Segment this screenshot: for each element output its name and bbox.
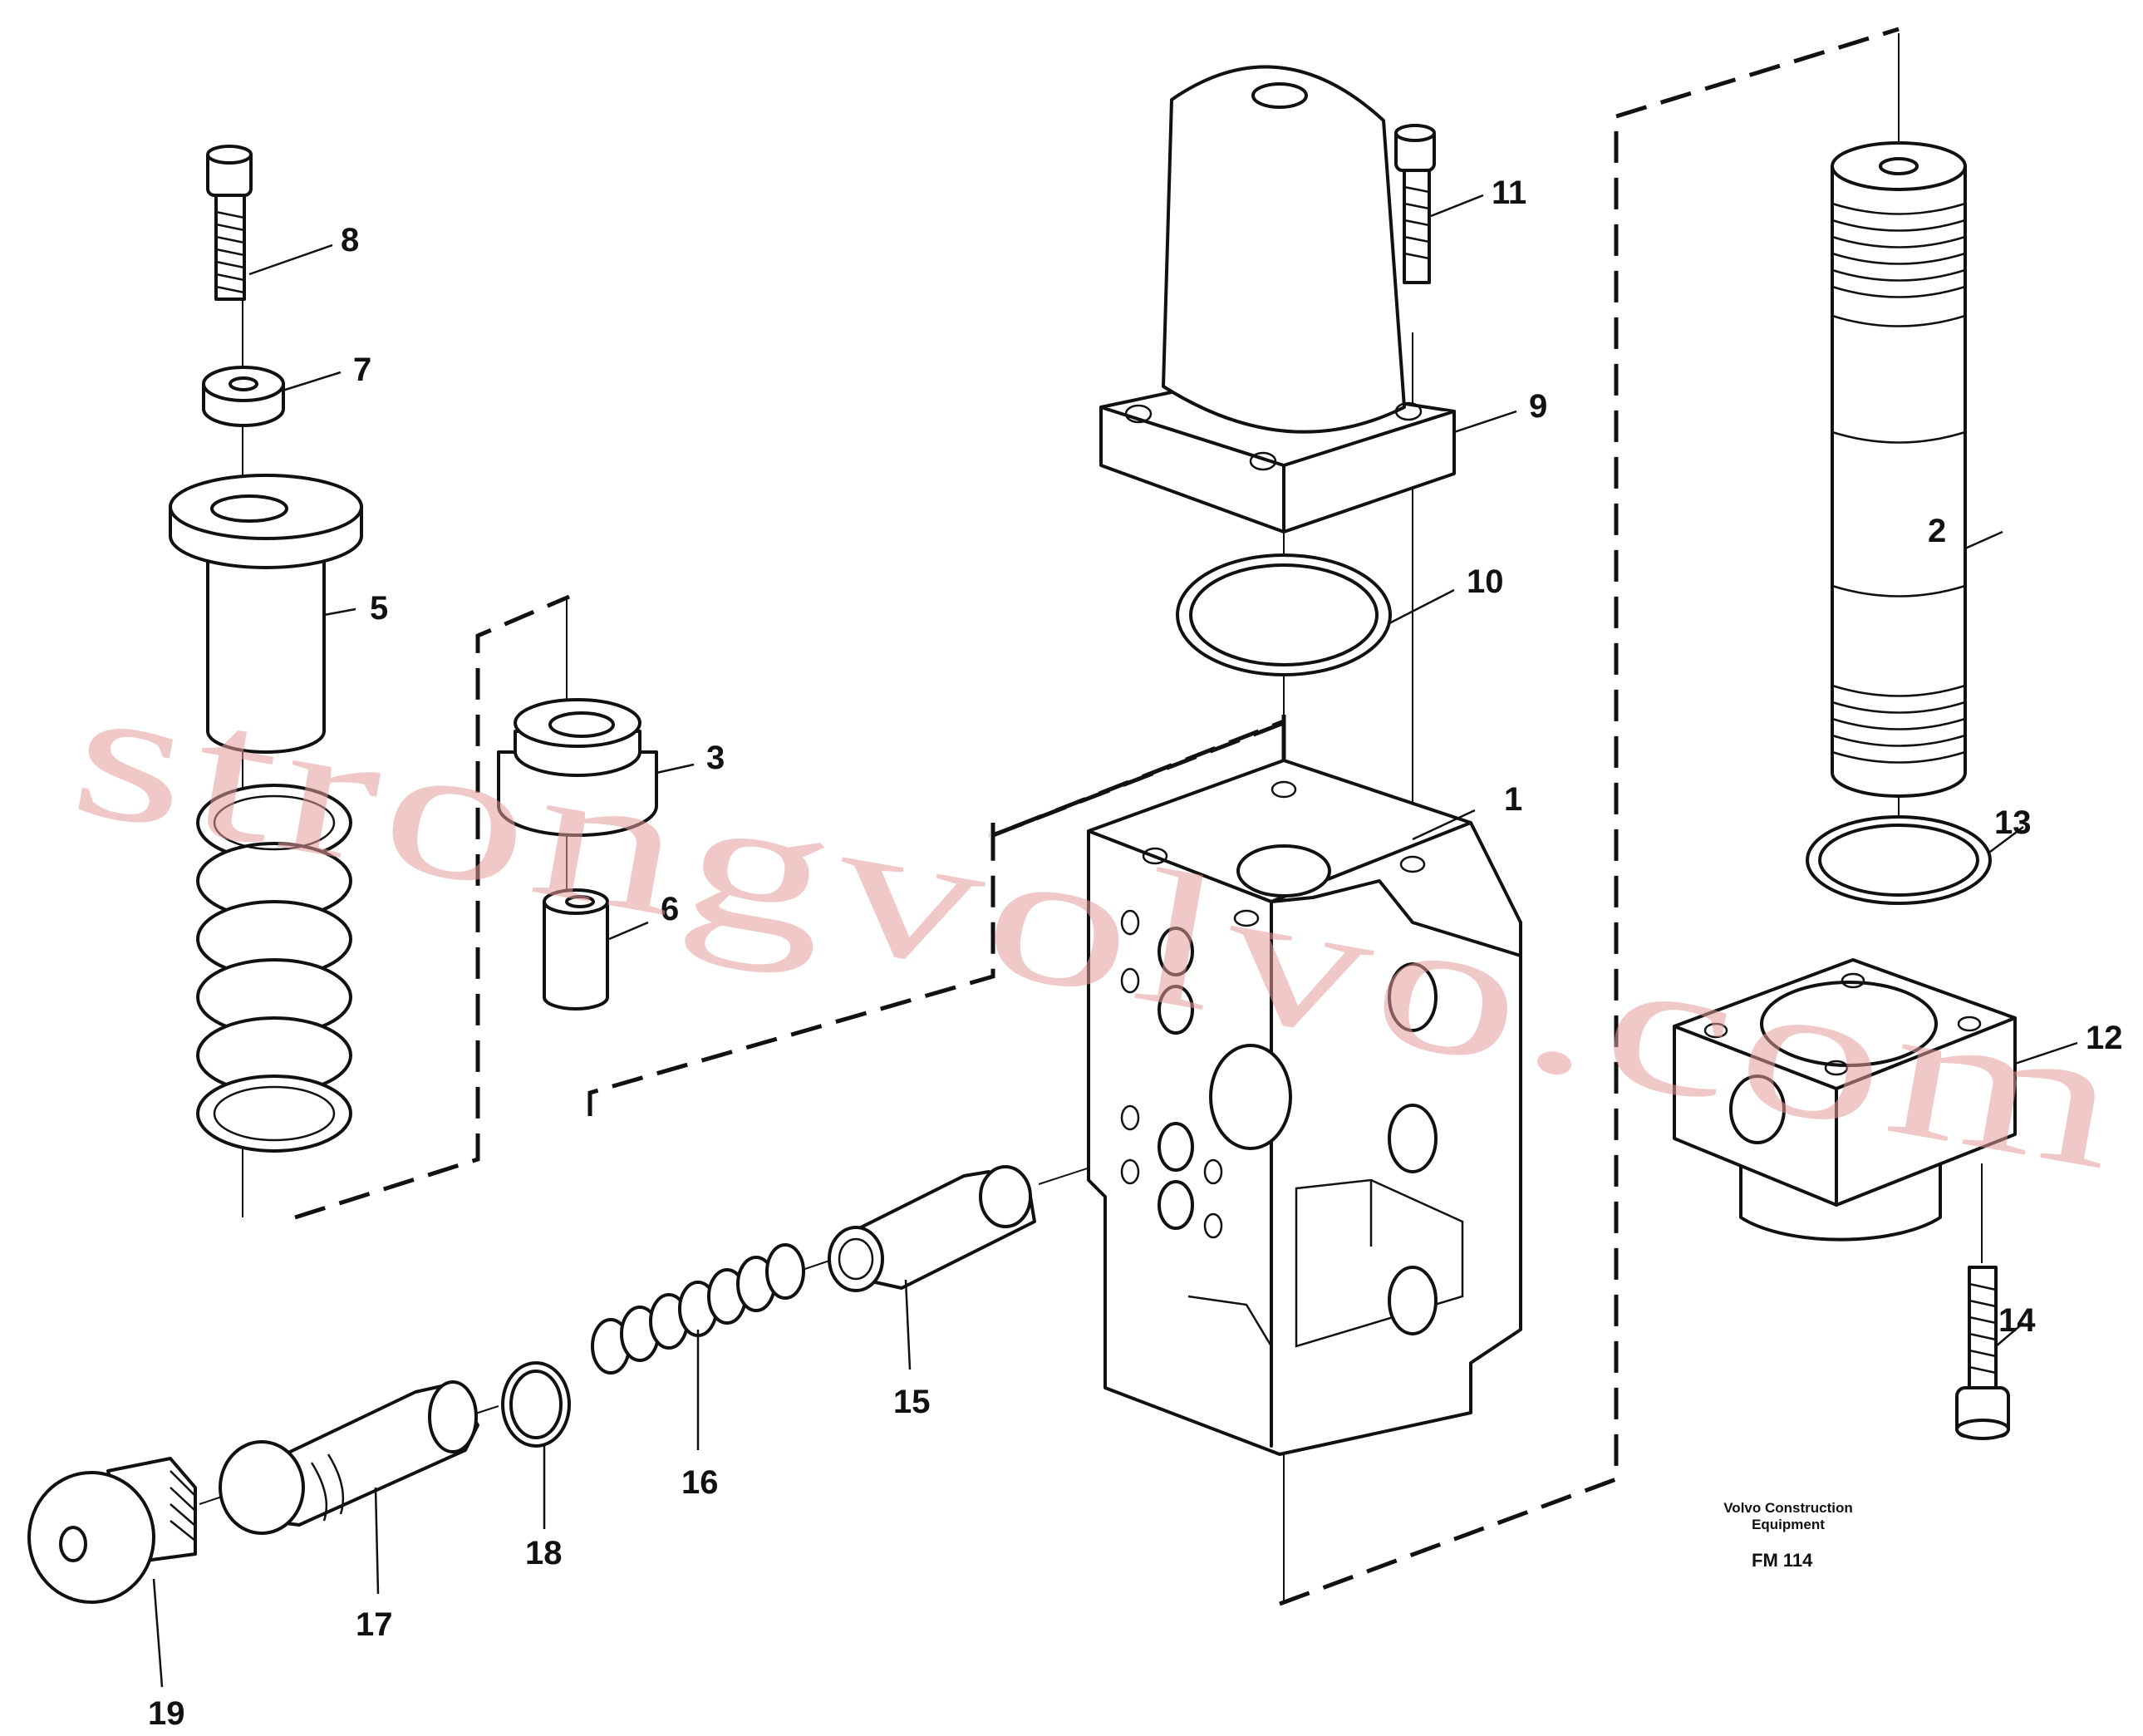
part-large-spring — [196, 784, 352, 1153]
part-spool-sleeve — [169, 474, 363, 754]
part-screw-flange — [1955, 1266, 2010, 1440]
callout-2: 2 — [1928, 513, 1946, 549]
part-screw-top-left — [206, 145, 253, 301]
part-screw-cover — [1394, 124, 1436, 284]
part-piston — [219, 1380, 479, 1535]
callout-8: 8 — [341, 222, 359, 258]
callout-5: 5 — [370, 590, 388, 627]
part-valve-spool — [1831, 141, 1967, 798]
callout-7: 7 — [353, 352, 371, 388]
callout-3: 3 — [706, 740, 725, 776]
part-valve-housing — [1087, 759, 1522, 1456]
callout-9: 9 — [1529, 388, 1547, 425]
callout-16: 16 — [681, 1464, 719, 1501]
callout-13: 13 — [1994, 804, 2032, 841]
callout-19: 19 — [148, 1695, 185, 1732]
callout-1: 1 — [1504, 781, 1522, 818]
part-plug — [27, 1457, 197, 1604]
callout-11: 11 — [1492, 175, 1526, 211]
callout-14: 14 — [1998, 1302, 2036, 1339]
publisher-line1: Volvo Construction — [1723, 1500, 1853, 1516]
part-pin — [543, 888, 609, 1011]
figure-code: FM 114 — [1752, 1550, 1813, 1571]
publisher-line2: Equipment — [1752, 1517, 1825, 1532]
callout-17: 17 — [356, 1606, 393, 1643]
callout-labels: 1 2 3 5 6 7 8 9 10 11 12 13 14 15 16 17 … — [148, 175, 2123, 1732]
callout-18: 18 — [525, 1535, 563, 1571]
leader-lines — [152, 194, 2078, 1688]
part-valve-sleeve — [828, 1165, 1036, 1292]
callout-10: 10 — [1467, 563, 1504, 600]
part-cover — [1099, 65, 1456, 534]
part-o-ring-flange — [1806, 815, 1992, 905]
callout-15: 15 — [893, 1384, 931, 1420]
part-spring-cup — [497, 698, 658, 837]
part-flange — [1673, 958, 2017, 1242]
part-small-spring — [591, 1243, 805, 1375]
part-o-ring-plug — [501, 1361, 571, 1448]
callout-12: 12 — [2086, 1020, 2123, 1056]
callout-6: 6 — [661, 891, 679, 927]
footer: Volvo Construction Equipment FM 114 — [1723, 1500, 1853, 1571]
part-washer — [202, 366, 285, 427]
part-o-ring-cover — [1176, 553, 1392, 676]
